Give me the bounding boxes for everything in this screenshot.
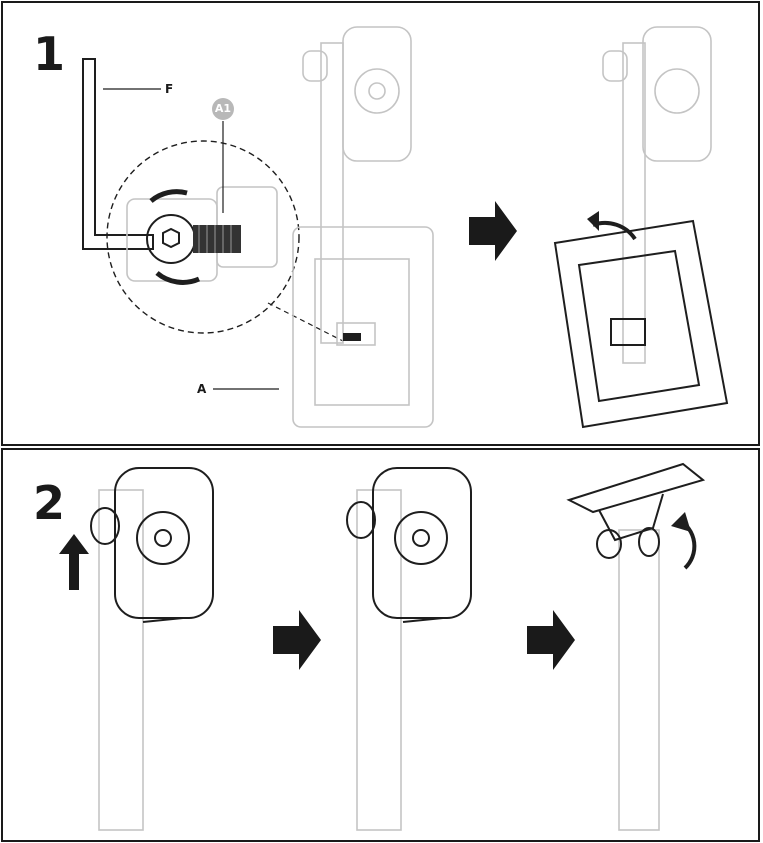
step-1-panel: 1 xyxy=(1,1,760,446)
step-1-illustration xyxy=(82,26,729,429)
step-2-number: 2 xyxy=(33,476,66,530)
rotate-arrow-icon xyxy=(587,211,599,231)
mount-assembly-2a xyxy=(90,467,214,831)
zoom-leader xyxy=(267,302,344,342)
right-arrow-icon xyxy=(469,201,517,261)
right-arrow-icon xyxy=(527,610,575,670)
callout-label-a: A xyxy=(197,382,207,396)
mount-assembly-2b xyxy=(346,467,472,831)
step-2-illustration xyxy=(59,462,706,831)
rotate-arrow-icon xyxy=(671,512,691,532)
step-1-number: 1 xyxy=(33,27,66,81)
hex-key-f xyxy=(82,58,154,250)
mount-assembly-2c xyxy=(566,462,706,831)
up-arrow-icon xyxy=(59,534,89,590)
right-arrow-icon xyxy=(273,610,321,670)
step-2-panel: 2 xyxy=(1,448,760,842)
callout-label-f: F xyxy=(165,82,174,96)
mount-assembly-1b xyxy=(553,26,729,429)
callout-badge-a1: A1 xyxy=(212,98,234,120)
screw-a1 xyxy=(126,186,278,285)
zoom-circle xyxy=(106,140,300,334)
mount-assembly-1 xyxy=(292,26,434,428)
